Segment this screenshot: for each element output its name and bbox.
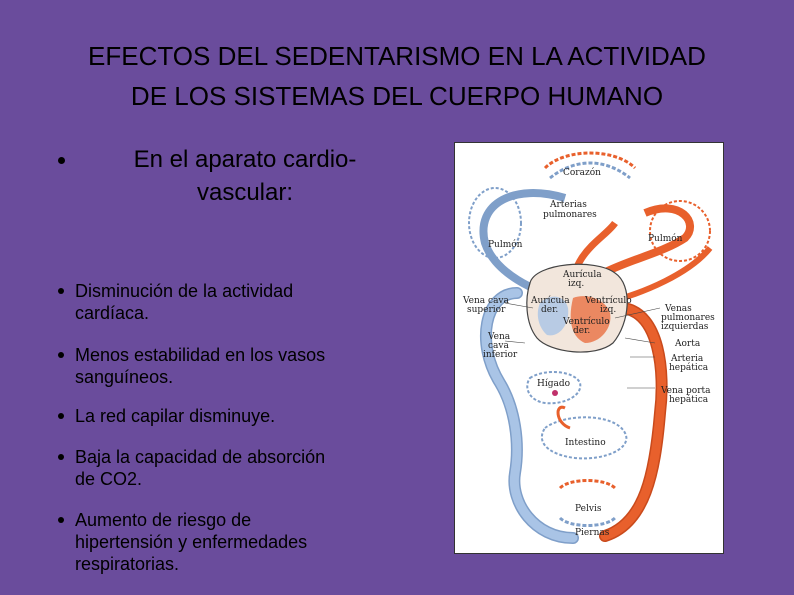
label-venas-pulm-3: izquierdas <box>661 322 709 332</box>
label-pulmon-der: Pulmón <box>648 233 683 244</box>
label-aorta: Aorta <box>674 339 701 349</box>
label-corazon: Corazón <box>563 167 601 178</box>
label-ventriculo-der: Ventrículo <box>562 316 610 327</box>
slide-title: EFECTOS DEL SEDENTARISMO EN LA ACTIVIDAD… <box>20 36 774 116</box>
label-piernas: Piernas <box>575 528 610 538</box>
bullet-dot-icon <box>58 413 64 419</box>
title-line-2: DE LOS SISTEMAS DEL CUERPO HUMANO <box>130 81 664 111</box>
bullet-dot-icon <box>58 352 64 358</box>
label-intestino: Intestino <box>565 438 606 448</box>
label-arteria-hep-2: hepática <box>669 362 709 373</box>
label-venas-pulm-2: pulmonares <box>661 313 715 323</box>
label-auricula-izq: Aurícula <box>562 269 602 280</box>
label-venas-pulm: Venas <box>664 304 692 314</box>
pointer-lines <box>504 302 661 389</box>
intestine <box>540 416 628 460</box>
bullet-dot-icon <box>58 157 65 164</box>
label-pelvis: Pelvis <box>575 504 602 514</box>
label-arterias-2: pulmonares <box>543 210 597 220</box>
label-ventriculo-izq: Ventrículo <box>584 295 632 306</box>
label-vena-cava-sup: Vena cava <box>462 296 510 306</box>
label-ventriculo-der-2: der. <box>573 326 590 336</box>
lead-line-1: En el aparato cardio- <box>133 146 357 173</box>
label-arteria-hep: Arteria <box>670 354 704 364</box>
list-item-line: Baja la capacidad de absorción <box>75 447 326 467</box>
label-vena-cava-inf-2: cava <box>488 341 509 351</box>
list-item-line: La red capilar disminuye. <box>75 406 276 426</box>
list-item-line: Disminución de la actividad <box>75 281 294 301</box>
pelvis-capillaries <box>558 479 617 490</box>
legs-capillaries <box>558 516 617 527</box>
label-arterias: Arterias <box>549 200 587 210</box>
label-pulmon-izq: Pulmón <box>488 239 523 250</box>
label-vena-cava-inf: Vena <box>487 332 511 342</box>
list-item-line: hipertensión y enfermedades <box>75 532 308 552</box>
circulatory-system-diagram: Corazón Arterias pulmonares Pulmón Pulmó… <box>454 142 724 554</box>
bullet-dot-icon <box>58 454 64 460</box>
label-higado: Hígado <box>537 378 570 389</box>
lung-right <box>649 200 711 262</box>
circulation-svg: Corazón Arterias pulmonares Pulmón Pulmó… <box>462 151 715 544</box>
lung-left <box>468 187 522 259</box>
bullet-dot-icon <box>58 288 64 294</box>
lead-text: En el aparato cardio- vascular: <box>85 143 405 209</box>
list-item-line: respiratorias. <box>75 554 180 574</box>
list-item-line: de CO2. <box>75 469 143 489</box>
label-vena-cava-sup-2: superior <box>467 305 506 315</box>
list-item-line: Menos estabilidad en los vasos <box>75 345 326 365</box>
label-ventriculo-izq-2: izq. <box>600 305 616 315</box>
label-vena-porta: Vena porta <box>660 386 711 396</box>
title-line-1: EFECTOS DEL SEDENTARISMO EN LA ACTIVIDAD <box>88 41 706 71</box>
lead-line-2: vascular: <box>196 179 294 206</box>
label-auricula-der-2: der. <box>541 305 558 315</box>
list-item-line: sanguíneos. <box>75 367 174 387</box>
liver-marker <box>552 390 558 396</box>
label-auricula-izq-2: izq. <box>568 279 584 289</box>
bullet-dot-icon <box>58 517 64 523</box>
label-auricula-der: Aurícula <box>530 295 570 306</box>
list-item-line: cardíaca. <box>75 303 150 323</box>
head-capillaries <box>543 151 637 170</box>
list-item-line: Aumento de riesgo de <box>75 510 252 530</box>
label-vena-cava-inf-3: inferior <box>483 350 518 360</box>
label-vena-porta-2: hepática <box>669 394 709 405</box>
